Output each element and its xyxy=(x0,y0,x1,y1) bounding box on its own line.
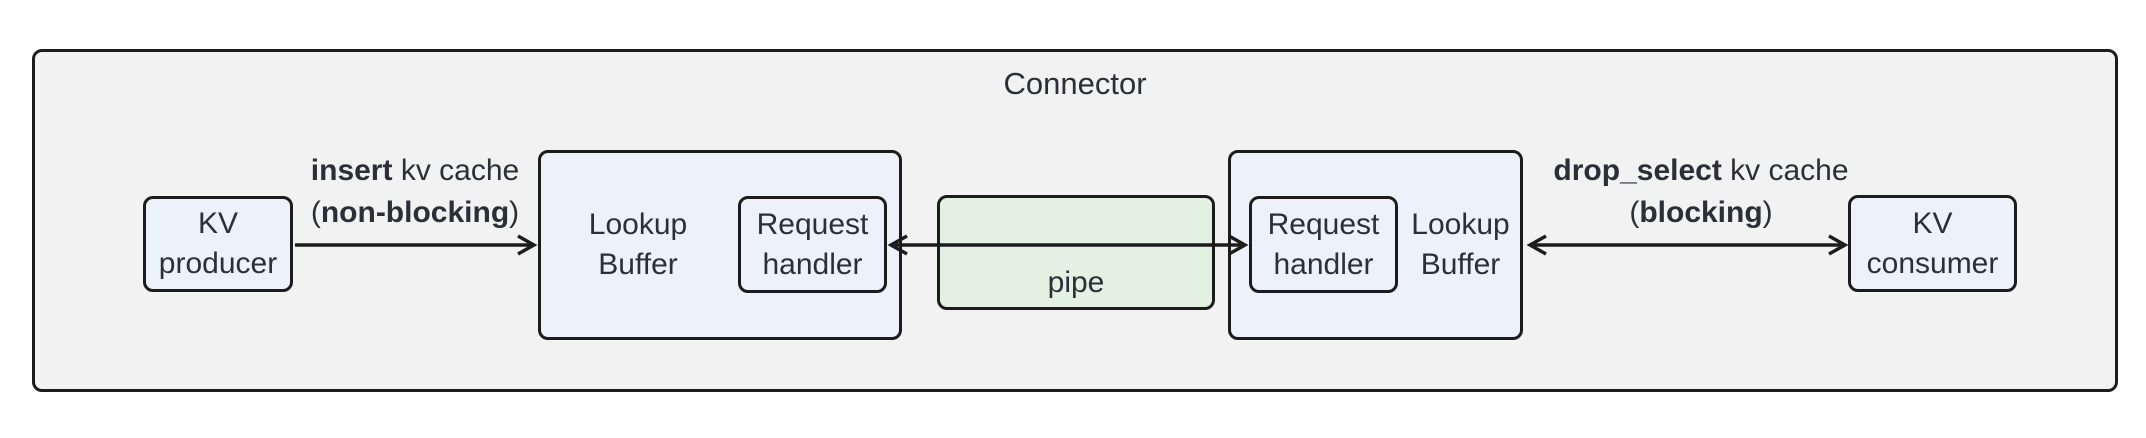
insert-edge-label-line1: insert kv cache xyxy=(260,150,570,192)
insert-edge-label-line2: (non-blocking) xyxy=(260,192,570,234)
drop-select-edge-label: drop_select kv cache (blocking) xyxy=(1536,150,1866,234)
request-handler-right-node: Request handler xyxy=(1249,196,1398,293)
kv-consumer-label-line2: consumer xyxy=(1866,246,1999,280)
pipe-label: pipe xyxy=(1047,266,1105,299)
drop-select-edge-label-rest: kv cache xyxy=(1721,154,1849,187)
request-handler-left-node: Request handler xyxy=(738,196,887,293)
kv-consumer-label-line1: KV xyxy=(1912,206,1953,240)
request-handler-right-label-line1: Request xyxy=(1267,207,1380,241)
lookup-buffer-left-label: Lookup Buffer xyxy=(538,150,738,340)
lookup-buffer-left-label-line2: Buffer xyxy=(598,248,678,281)
drop-select-edge-label-line1: drop_select kv cache xyxy=(1536,150,1866,192)
request-handler-left-label-line2: handler xyxy=(762,247,863,281)
kv-producer-label-line1: KV xyxy=(197,207,239,240)
request-handler-right-label-line2: handler xyxy=(1273,247,1374,281)
insert-edge-label-bold: insert xyxy=(310,154,393,187)
insert-edge-label: insert kv cache (non-blocking) xyxy=(260,150,570,234)
insert-edge-label-blocking-mode: non-blocking xyxy=(320,196,510,229)
kv-producer-label-line2: producer xyxy=(158,247,278,280)
drop-select-edge-label-bold: drop_select xyxy=(1553,154,1722,187)
pipe-node: pipe xyxy=(937,195,1215,310)
insert-edge-label-rest: kv cache xyxy=(392,154,520,187)
insert-edge-label-paren-open: ( xyxy=(310,196,321,229)
lookup-buffer-right-label-line2: Buffer xyxy=(1420,248,1501,281)
drop-select-edge-label-line2: (blocking) xyxy=(1536,192,1866,234)
drop-select-edge-label-blocking-mode: blocking xyxy=(1639,196,1763,229)
drop-select-edge-label-paren-close: ) xyxy=(1762,196,1773,229)
diagram-title: Connector xyxy=(1003,66,1147,101)
kv-producer-node: KV producer xyxy=(143,196,293,292)
lookup-buffer-left-label-line1: Lookup xyxy=(588,208,688,241)
kv-consumer-node: KV consumer xyxy=(1848,195,2017,292)
insert-edge-label-paren-close: ) xyxy=(509,196,520,229)
request-handler-left-label-line1: Request xyxy=(756,207,869,241)
lookup-buffer-right-label-line1: Lookup xyxy=(1411,208,1510,241)
lookup-buffer-right-label: Lookup Buffer xyxy=(1398,150,1523,340)
drop-select-edge-label-paren-open: ( xyxy=(1629,196,1640,229)
